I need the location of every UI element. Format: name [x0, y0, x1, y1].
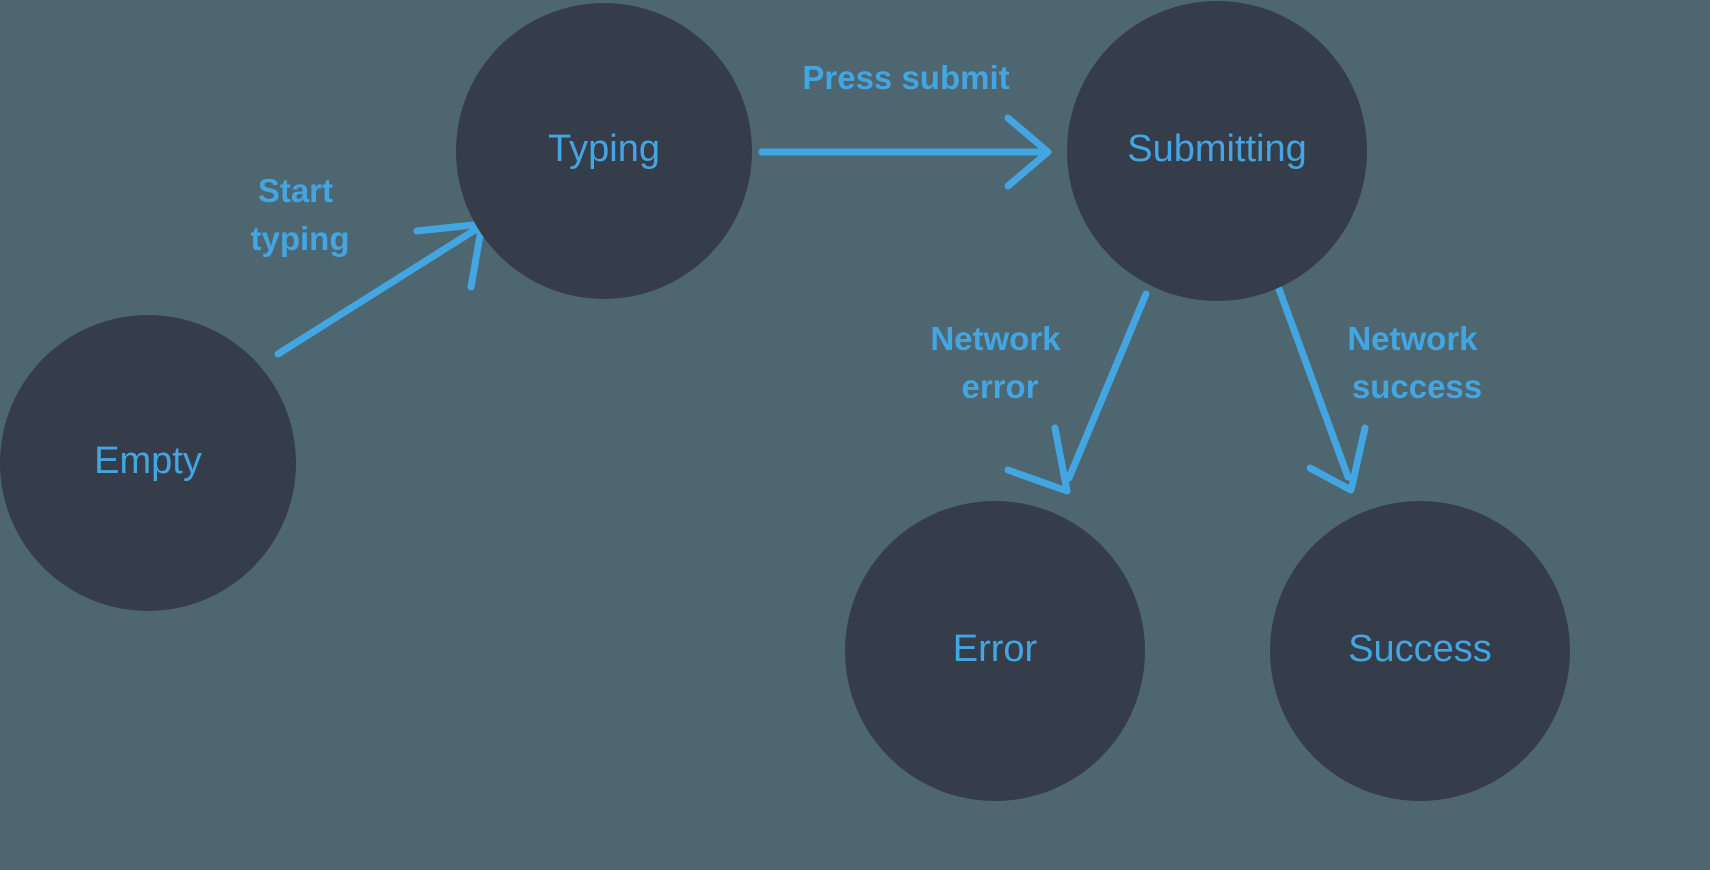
node-typing-circle[interactable]: [456, 3, 752, 299]
arrowhead-submitting-to-success: [1306, 424, 1369, 494]
node-empty-label: Empty: [94, 440, 202, 482]
edge-empty-to-typing: Start typing: [251, 172, 486, 358]
arrowhead-typing-to-submitting: [1004, 114, 1052, 190]
edge-label-line: Press submit: [802, 59, 1009, 96]
edge-line-empty-to-typing: [274, 224, 482, 358]
arrowhead-submitting-to-error: [1004, 424, 1071, 495]
edge-submitting-to-error: Network error: [930, 290, 1150, 495]
edge-label-line: typing: [251, 220, 350, 257]
node-error[interactable]: Error: [845, 501, 1145, 801]
node-error-label: Error: [953, 628, 1038, 670]
edge-label-line: Start: [258, 172, 333, 209]
node-empty[interactable]: Empty: [0, 315, 296, 611]
edge-label-line: success: [1352, 368, 1482, 405]
node-submitting-circle[interactable]: [1067, 1, 1367, 301]
edge-label-line: Network: [1347, 320, 1478, 357]
node-submitting[interactable]: Submitting: [1067, 1, 1367, 301]
edge-label-empty-to-typing: Start typing: [251, 172, 350, 257]
node-typing-label: Typing: [548, 128, 660, 170]
node-typing[interactable]: Typing: [456, 3, 752, 299]
node-empty-circle[interactable]: [0, 315, 296, 611]
edge-label-line: error: [961, 368, 1038, 405]
node-success[interactable]: Success: [1270, 501, 1570, 801]
edge-submitting-to-success: Network success: [1275, 285, 1486, 494]
node-error-circle[interactable]: [845, 501, 1145, 801]
edge-line-submitting-to-error: [1065, 290, 1150, 482]
node-success-label: Success: [1348, 628, 1492, 670]
edge-label-typing-to-submitting: Press submit: [802, 59, 1009, 96]
edge-label-submitting-to-success: Network success: [1347, 320, 1486, 405]
edge-label-submitting-to-error: Network error: [930, 320, 1069, 405]
edge-line-submitting-to-success: [1275, 285, 1352, 481]
node-submitting-label: Submitting: [1127, 128, 1307, 170]
node-success-circle[interactable]: [1270, 501, 1570, 801]
edge-label-line: Network: [930, 320, 1061, 357]
edge-typing-to-submitting: Press submit: [758, 59, 1052, 190]
